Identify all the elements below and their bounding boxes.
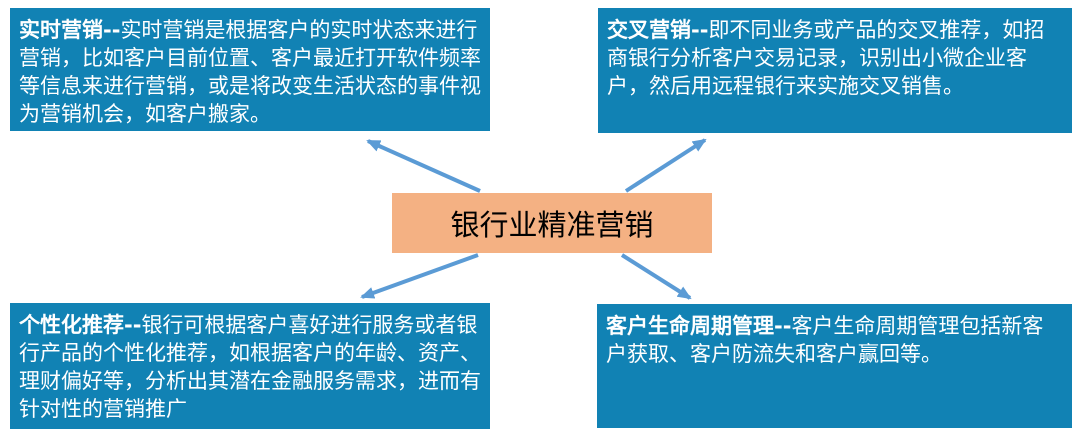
- arrow-to-bottom-left-icon: [360, 253, 479, 299]
- node-body: 实时营销是根据客户的实时状态来进行营销，比如客户目前位置、客户最近打开软件频率等…: [19, 18, 481, 126]
- node-separator: --: [124, 313, 142, 337]
- node-cross-marketing: 交叉营销--即不同业务或产品的交叉推荐，如招商银行分析客户交易记录，识别出小微企…: [598, 8, 1072, 133]
- arrow-to-top-left-icon: [366, 139, 481, 193]
- node-body: 客户生命周期管理包括新客户获取、客户防流失和客户赢回等。: [606, 314, 1044, 366]
- node-customer-lifecycle-management: 客户生命周期管理--客户生命周期管理包括新客户获取、客户防流失和客户赢回等。: [597, 304, 1072, 428]
- node-term: 实时营销: [19, 18, 103, 42]
- node-separator: --: [774, 314, 792, 338]
- node-body: 即不同业务或产品的交叉推荐，如招商银行分析客户交易记录，识别出小微企业客户，然后…: [607, 18, 1045, 98]
- arrow-to-top-right-icon: [624, 138, 707, 193]
- center-node-banking-precision-marketing: 银行业精准营销: [392, 193, 712, 253]
- arrow-to-bottom-right-icon: [620, 253, 692, 300]
- node-term: 交叉营销: [607, 18, 691, 42]
- node-personalized-recommendation: 个性化推荐--银行可根据客户喜好进行服务或者银行产品的个性化推荐，如根据客户的年…: [10, 303, 490, 429]
- node-separator: --: [691, 18, 709, 42]
- node-term: 客户生命周期管理: [606, 314, 774, 338]
- node-body: 银行可根据客户喜好进行服务或者银行产品的个性化推荐，如根据客户的年龄、资产、理财…: [19, 313, 481, 421]
- node-term: 个性化推荐: [19, 313, 124, 337]
- node-realtime-marketing: 实时营销--实时营销是根据客户的实时状态来进行营销，比如客户目前位置、客户最近打…: [10, 8, 490, 131]
- node-separator: --: [103, 18, 121, 42]
- center-node-label: 银行业精准营销: [450, 208, 654, 242]
